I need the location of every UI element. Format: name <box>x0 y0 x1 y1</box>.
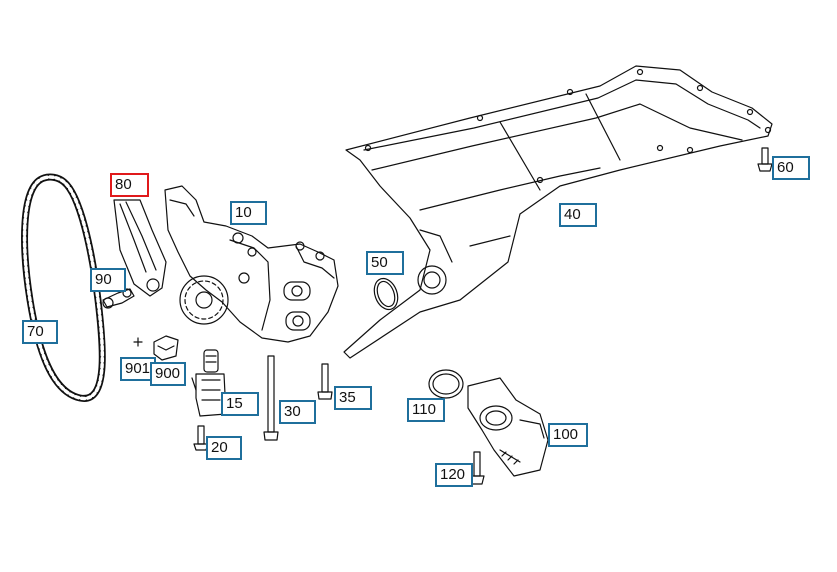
callout-10[interactable]: 10 <box>230 201 267 225</box>
callout-70[interactable]: 70 <box>22 320 58 344</box>
small-fittings <box>133 335 179 361</box>
callout-120[interactable]: 120 <box>435 463 473 487</box>
callout-110[interactable]: 110 <box>407 398 445 422</box>
callout-80[interactable]: 80 <box>110 173 149 197</box>
bolt-90 <box>102 288 135 309</box>
o-ring-110 <box>428 369 464 399</box>
callout-35[interactable]: 35 <box>334 386 372 410</box>
callout-90[interactable]: 90 <box>90 268 126 292</box>
callout-20[interactable]: 20 <box>206 436 242 460</box>
oil-pan <box>343 65 773 359</box>
callout-15[interactable]: 15 <box>221 392 259 416</box>
oil-pump <box>164 185 339 343</box>
callout-40[interactable]: 40 <box>559 203 597 227</box>
oil-pickup <box>467 377 549 477</box>
solenoid-valve <box>191 349 227 417</box>
callout-30[interactable]: 30 <box>279 400 316 424</box>
callout-900[interactable]: 900 <box>150 362 186 386</box>
o-ring-50 <box>373 277 399 311</box>
long-bolt-30 <box>263 355 279 441</box>
callout-60[interactable]: 60 <box>772 156 810 180</box>
tensioner-rail <box>113 199 167 297</box>
bolt-60 <box>757 147 773 172</box>
timing-chain <box>21 173 106 402</box>
bolt-35 <box>317 363 333 400</box>
callout-100[interactable]: 100 <box>548 423 588 447</box>
callout-50[interactable]: 50 <box>366 251 404 275</box>
